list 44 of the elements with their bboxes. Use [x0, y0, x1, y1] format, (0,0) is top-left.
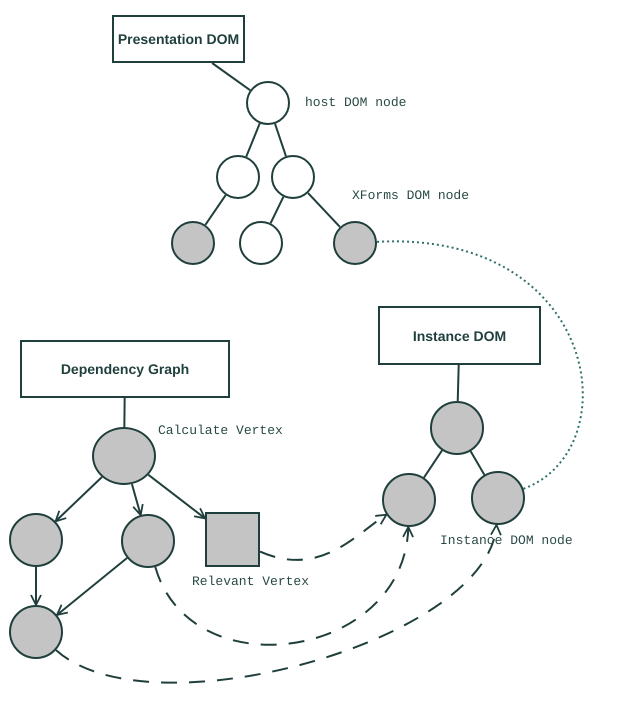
connector-line: [211, 62, 251, 92]
arrow: [148, 474, 206, 520]
connector-line: [270, 196, 284, 224]
label-box: [378, 306, 541, 365]
connector-line: [245, 123, 261, 157]
connector-line: [123, 398, 126, 428]
vertex-square: [205, 512, 260, 567]
connector-line: [456, 364, 460, 402]
connector-line: [274, 124, 287, 156]
tree-node-circle: [239, 221, 283, 265]
node-caption: Relevant Vertex: [192, 574, 310, 589]
arrow: [30, 567, 42, 606]
box-title: Dependency Graph: [60, 361, 190, 377]
box-title: Instance DOM: [412, 328, 506, 344]
connector-line: [423, 450, 443, 478]
tree-node-circle: [333, 221, 377, 265]
dashed-arrow: [56, 524, 500, 684]
tree-node-circle: [382, 473, 436, 527]
node-caption: Calculate Vertex: [158, 423, 283, 438]
connector-line: [470, 450, 486, 476]
tree-node-circle: [9, 605, 63, 659]
node-caption: host DOM node: [305, 95, 406, 110]
label-box: [20, 340, 230, 398]
connector-line: [307, 192, 341, 228]
tree-node-circle: [92, 427, 156, 485]
tree-node-circle: [430, 401, 484, 455]
label-box: [112, 15, 245, 63]
node-caption: XForms DOM node: [352, 188, 470, 203]
arrow: [56, 557, 128, 616]
tree-node-circle: [9, 513, 63, 567]
tree-node-circle: [246, 81, 290, 125]
tree-node-circle: [171, 221, 215, 265]
dashed-arrow: [260, 514, 388, 561]
dashed-arrow: [154, 526, 413, 646]
tree-node-circle: [471, 471, 525, 525]
tree-node-circle: [216, 155, 260, 199]
tree-node-circle: [271, 155, 315, 199]
node-caption: Instance DOM node: [440, 533, 573, 548]
box-title: Presentation DOM: [118, 31, 240, 47]
arrow: [130, 484, 144, 516]
dotted-connector: [376, 240, 584, 490]
connector-line: [204, 194, 226, 226]
arrow: [54, 476, 103, 522]
tree-node-circle: [121, 514, 175, 568]
